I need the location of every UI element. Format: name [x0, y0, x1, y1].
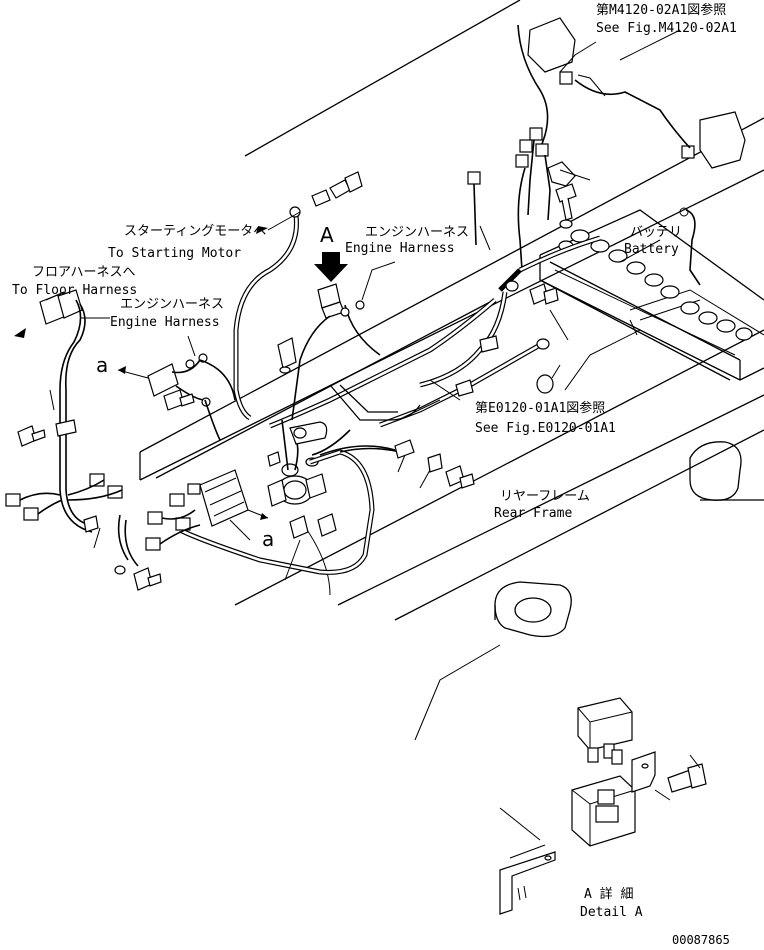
detail-a-relay — [571, 775, 636, 847]
starting-motor-label-jp: スターティングモータへ — [124, 224, 266, 239]
detail-a-cover — [577, 697, 633, 751]
engine-harness-left-label-jp: エンジンハーネス — [120, 297, 224, 312]
starting-motor-label-en: To Starting Motor — [108, 246, 241, 261]
callout-a-bottom: a — [262, 527, 274, 551]
engine-harness-left-label-en: Engine Harness — [110, 315, 220, 330]
lamp-harness — [517, 24, 691, 216]
detail-a-label-en: Detail A — [580, 905, 643, 920]
bolt-left — [17, 425, 46, 447]
ref-e0120-label-en: See Fig.E0120-01A1 — [475, 421, 616, 436]
floor-harness-label-jp: フロアハーネスへ — [32, 265, 135, 280]
floor-harness-label-en: To Floor Harness — [12, 283, 137, 298]
detail-a-label-jp: A 詳 細 — [584, 886, 633, 902]
view-a-label: A — [320, 223, 334, 247]
view-a-arrow — [314, 252, 348, 282]
main-harness — [269, 268, 550, 429]
battery-relay-panel — [199, 469, 249, 527]
rear-frame-outline — [139, 0, 764, 621]
callout-a-left: a — [96, 353, 108, 377]
bolt-relay-left — [163, 389, 195, 411]
drawing-number: 00087865 — [672, 933, 730, 947]
bolt-right — [529, 283, 559, 305]
ref-e0120-label-jp: 第E0120-01A1図参照 — [475, 400, 605, 416]
center-cables — [178, 419, 401, 575]
detail-a-fuses — [587, 743, 623, 765]
starting-motor-cable — [233, 171, 363, 421]
relay-box — [291, 283, 381, 421]
connector-cluster — [467, 127, 576, 271]
battery-caps — [558, 229, 753, 341]
detail-a-bracket-left — [499, 844, 556, 915]
center-switch — [267, 457, 327, 507]
rear-frame-label-en: Rear Frame — [494, 506, 572, 521]
battery-cable — [518, 207, 701, 286]
engine-harness-relay-left — [147, 353, 211, 407]
rear-frame-label-jp: リヤーフレーム — [500, 489, 590, 504]
frame-window — [689, 441, 742, 501]
ref-m4120-label-en: See Fig.M4120-02A1 — [596, 21, 737, 36]
clips-right-center — [319, 439, 475, 489]
battery-label-en: Battery — [624, 242, 679, 257]
leader-lines — [49, 29, 681, 741]
detail-a-leaders — [499, 754, 701, 841]
bolts-center — [114, 451, 337, 591]
ref-m4120-label-jp: 第M4120-02A1図参照 — [596, 2, 726, 18]
callout-arrows — [14, 226, 269, 520]
engine-harness-top-label-en: Engine Harness — [345, 241, 455, 256]
battery-bolt — [555, 183, 577, 229]
engine-harness-wire-left — [199, 359, 236, 441]
starting-motor-lug — [277, 337, 297, 374]
detail-a-bracket-right — [631, 751, 656, 793]
detail-a-bolt — [667, 763, 707, 793]
clamp-center — [289, 421, 328, 445]
floor-harness-connector — [39, 289, 93, 533]
frame-lifting-eye — [494, 581, 572, 638]
work-lamp-top — [527, 17, 746, 169]
battery-label-jp: バッテリ — [630, 225, 682, 240]
harness-bracket-right — [329, 374, 554, 421]
left-connectors — [5, 473, 123, 521]
center-connectors — [117, 483, 201, 567]
engine-harness-top-label-jp: エンジンハーネス — [365, 225, 469, 240]
floor-harness-clip — [55, 419, 99, 533]
